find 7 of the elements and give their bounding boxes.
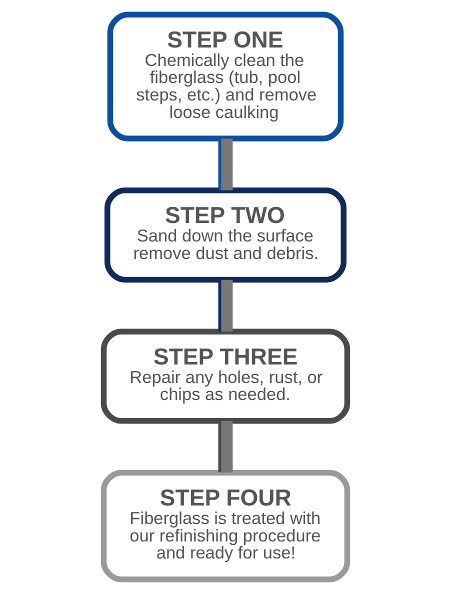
- connector: [218, 420, 233, 472]
- node-box: STEP FOUR Fiberglass is treated with our refinishing procedure and ready for use!: [100, 470, 350, 582]
- node-box: STEP TWO Sand down the surface remove dust and debris.: [104, 188, 347, 283]
- connector: [218, 138, 233, 190]
- node-box: STEP THREE Repair any holes, rust, or chips as needed.: [100, 328, 350, 424]
- node-box: STEP ONE Chemically clean the fiberglass (tub, pool steps, etc.) and remove loose caulking: [107, 12, 344, 142]
- connector: [218, 280, 233, 332]
